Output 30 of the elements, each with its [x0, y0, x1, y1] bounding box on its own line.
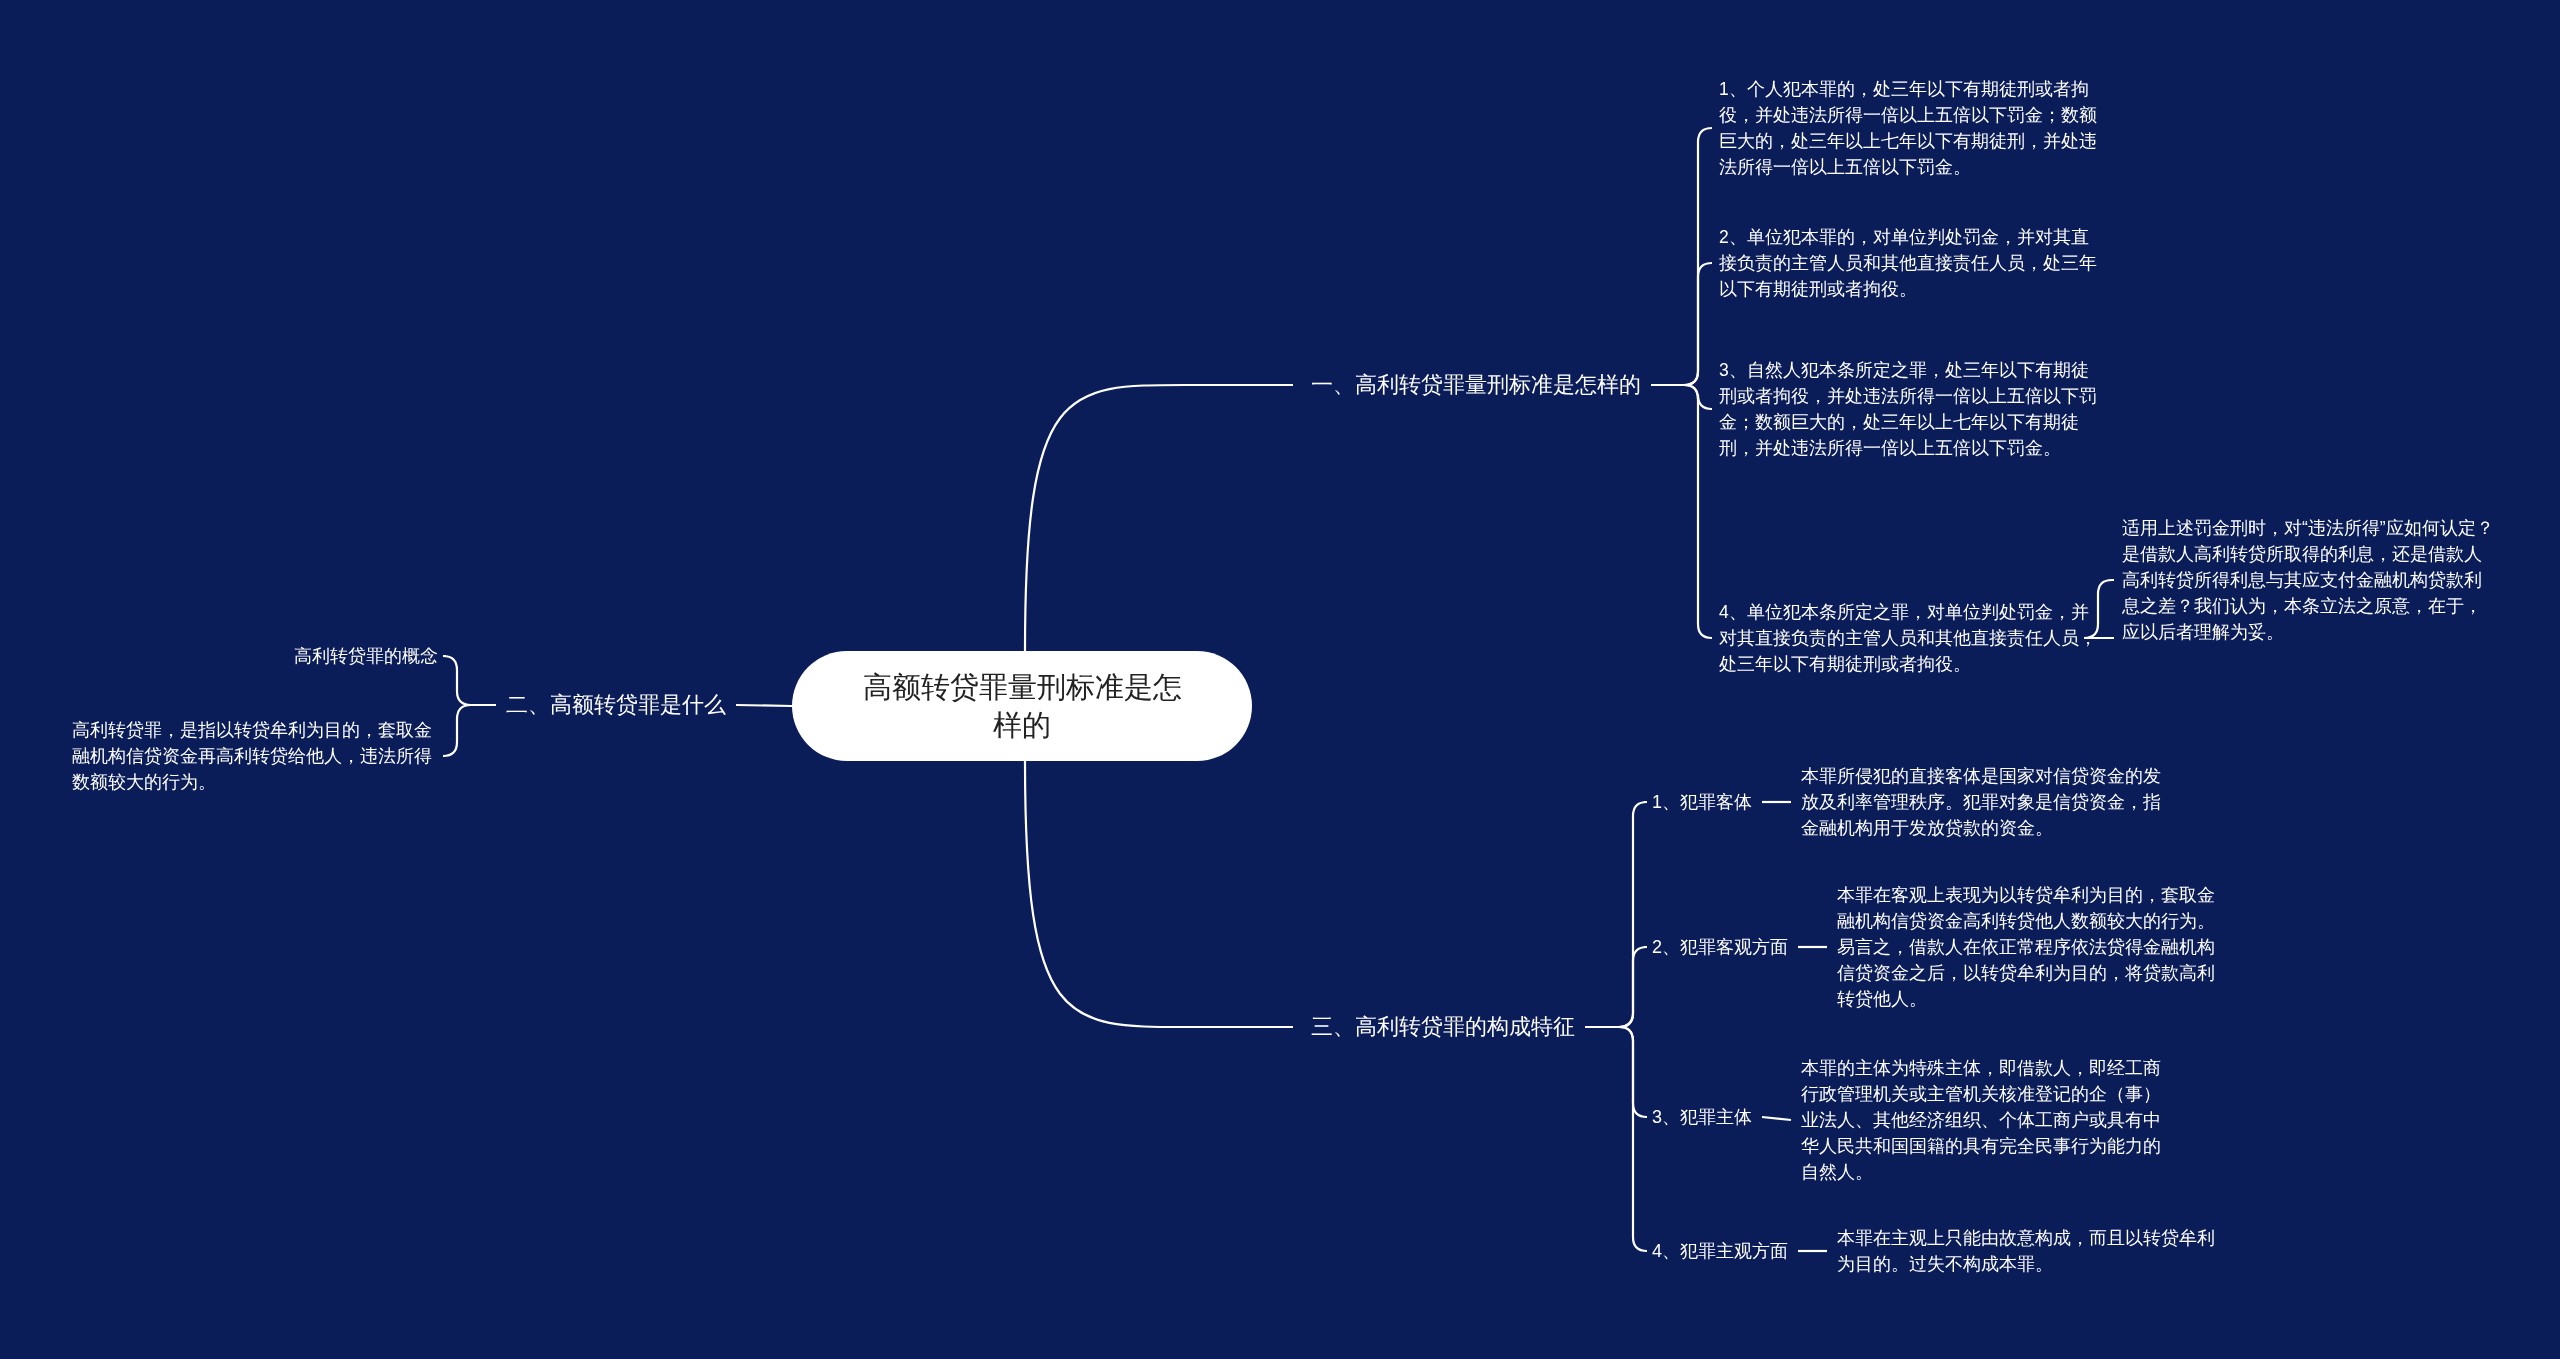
- subtopic-label: 4、犯罪主观方面: [1652, 1241, 1788, 1261]
- connector-line: [1798, 945, 1827, 949]
- text-note: 3、自然人犯本条所定之罪，处三年以下有期徒刑或者拘役，并处违法所得一倍以上五倍以下罚金；数额巨大的，处三年以上七年以下有期徒刑，并处违法所得一倍以上五倍以下罚金。: [1719, 360, 2097, 458]
- connector-line: [441, 703, 496, 758]
- branch-topic: 三、高利转贷罪的构成特征: [1311, 1014, 1575, 1039]
- text-note: 本罪在主观上只能由故意构成，而且以转贷牟利为目的。过失不构成本罪。: [1837, 1228, 2215, 1274]
- text-note: 4、单位犯本条所定之罪，对单位判处罚金，并对其直接负责的主管人员和其他直接责任人员，处三年以下有期徒刑或者拘役。: [1719, 602, 2097, 674]
- subtopic-label: 2、犯罪客观方面: [1652, 937, 1788, 957]
- connector-line: [1761, 1115, 1792, 1122]
- text-note: 本罪在客观上表现为以转贷牟利为目的，套取金融机构信贷资金高利转贷他人数额较大的行为。易言之，借款人在依正常程序依法贷得金融机构信贷资金之后，以转贷牟利为目的，将贷款高利转贷他人。: [1837, 885, 2215, 1009]
- connector-line: [1651, 383, 1714, 640]
- central-topic: 高额转贷罪量刑标准是怎样的: [861, 670, 1183, 743]
- text-note: 高利转贷罪，是指以转贷牟利为目的，套取金融机构信贷资金再高利转贷给他人，违法所得数额较大的行为。: [72, 720, 432, 792]
- connector-line: [1585, 1025, 1649, 1253]
- connector-line: [1023, 761, 1293, 1029]
- text-note: 本罪的主体为特殊主体，即借款人，即经工商行政管理机关或主管机关核准登记的企（事）业法人、其他经济组织、个体工商户或具有中华人民共和国国籍的具有完全民事行为能力的自然人。: [1801, 1058, 2161, 1182]
- subtopic-label: 3、犯罪主体: [1652, 1107, 1752, 1127]
- text-note: 2、单位犯本罪的，对单位判处罚金，并对其直接负责的主管人员和其他直接责任人员，处三年以下有期徒刑或者拘役。: [1719, 227, 2097, 299]
- text-note: 适用上述罚金刑时，对“违法所得”应如何认定？是借款人高利转贷所取得的利息，还是借款人高利转贷所得利息与其应支付金融机构贷款利息之差？我们认为，本条立法之原意，在于，应以后者理解为妥。: [2122, 518, 2494, 642]
- branch-topic: 二、高额转贷罪是什么: [506, 692, 726, 717]
- subtopic-label: 1、犯罪客体: [1652, 792, 1752, 812]
- connector-line: [736, 703, 792, 708]
- text-note: 高利转贷罪的概念: [294, 646, 438, 666]
- connector-line: [1023, 383, 1293, 651]
- connector-line: [1798, 1249, 1827, 1253]
- connector-line: [2082, 578, 2114, 640]
- text-note: 本罪所侵犯的直接客体是国家对信贷资金的发放及利率管理秩序。犯罪对象是信贷资金，指金融机构用于发放贷款的资金。: [1801, 766, 2161, 838]
- text-note: 1、个人犯本罪的，处三年以下有期徒刑或者拘役，并处违法所得一倍以上五倍以下罚金；数额巨大的，处三年以上七年以下有期徒刑，并处违法所得一倍以上五倍以下罚金。: [1719, 79, 2097, 177]
- branch-topic: 一、高利转贷罪量刑标准是怎样的: [1311, 372, 1641, 397]
- connector-line: [1762, 800, 1791, 804]
